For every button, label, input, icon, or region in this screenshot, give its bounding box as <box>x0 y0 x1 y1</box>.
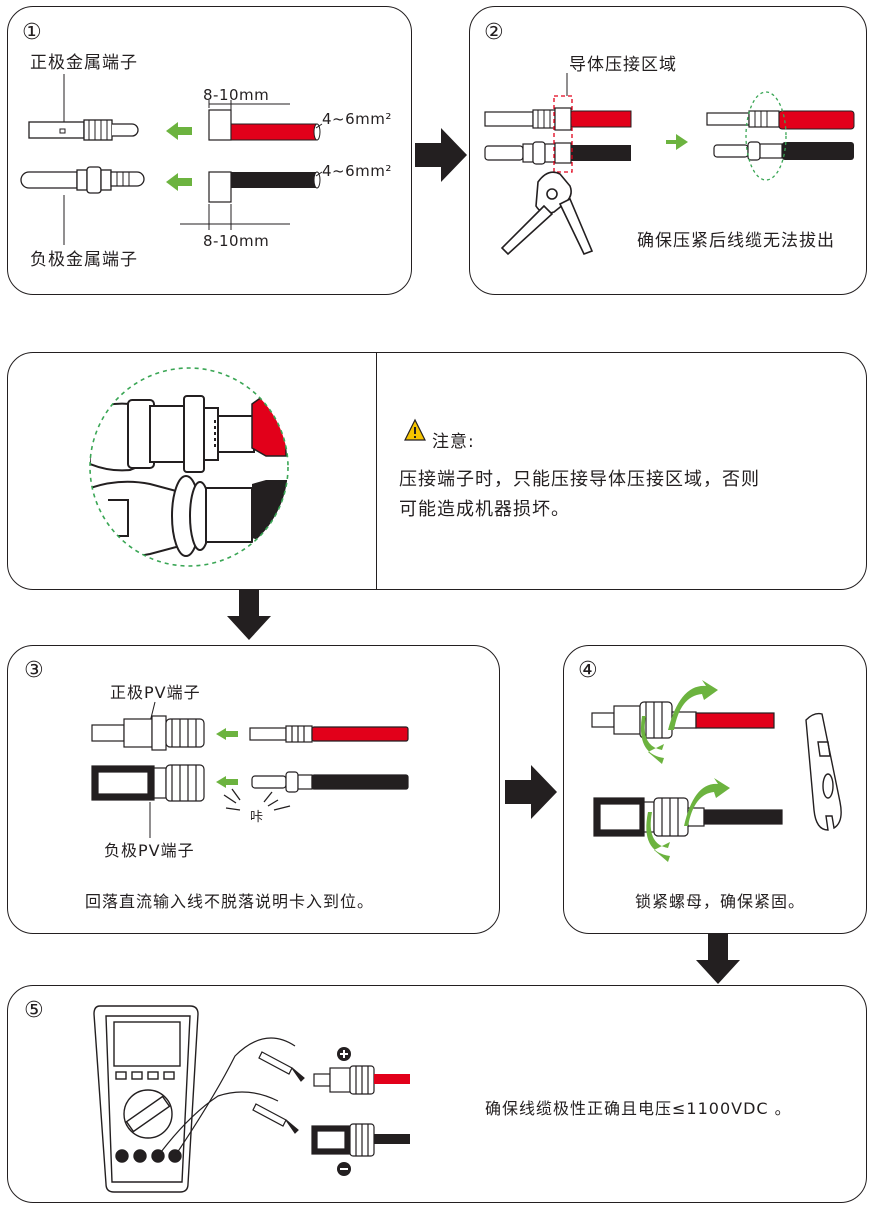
step1-panel <box>7 6 412 295</box>
multimeter-icon <box>93 1005 199 1193</box>
black-terminated-cable <box>251 771 409 793</box>
notice-divider <box>376 352 378 590</box>
crimp-check-note: 确保压紧后线缆无法拔出 <box>637 231 835 251</box>
crimped-positive-terminal <box>484 107 632 131</box>
positive-connector-tightening <box>591 701 775 739</box>
negative-pv-connector <box>91 764 205 802</box>
notice-title: 注意: <box>432 432 475 452</box>
probe-lead-red <box>174 1037 296 1157</box>
step5-number: ⑤ <box>24 998 44 1023</box>
cross-section-bottom-label: 4~6mm² <box>322 162 392 180</box>
negative-pv-connector-label: 负极PV端子 <box>104 841 195 860</box>
negative-polarity-icon <box>337 1162 351 1176</box>
strip-length-bottom-label: 8-10mm <box>203 232 270 250</box>
black-cable-stripped <box>180 171 323 230</box>
negative-metal-terminal <box>20 166 145 194</box>
step2-number: ② <box>484 20 504 45</box>
notice-line-1: 压接端子时，只能压接导体压接区域，否则 <box>399 469 760 490</box>
red-terminated-cable <box>249 725 409 743</box>
probe-lead-black <box>157 1091 279 1157</box>
click-sound-label: 咔 <box>250 810 264 825</box>
positive-pv-connector <box>91 715 205 751</box>
positive-polarity-icon <box>337 1047 351 1061</box>
step3-panel <box>7 645 500 934</box>
positive-metal-terminal <box>28 119 139 141</box>
crimped-negative-terminal <box>484 141 631 165</box>
crimped-result <box>706 110 855 161</box>
probe-tip <box>252 1051 305 1134</box>
positive-pv-connector-measured <box>313 1065 410 1095</box>
click-sound-marks <box>223 788 291 811</box>
next-step-arrow-icon <box>415 128 467 182</box>
negative-metal-terminal-label: 负极金属端子 <box>30 250 138 270</box>
insert-arrow-icon <box>216 728 238 740</box>
crimp-area-marker <box>553 95 573 173</box>
down-arrow-icon <box>696 934 740 984</box>
step3-note: 回落直流输入线不脱落说明卡入到位。 <box>85 892 375 911</box>
conductor-crimp-area-label: 导体压接区域 <box>569 55 677 75</box>
positive-pv-connector-label: 正极PV端子 <box>110 683 201 702</box>
strip-length-top-label: 8-10mm <box>203 86 270 104</box>
crimp-zoom-ring <box>745 91 787 181</box>
crimp-arrow-icon <box>666 134 688 150</box>
step3-number: ③ <box>24 658 44 683</box>
notice-line-2: 可能造成机器损坏。 <box>399 499 570 520</box>
positive-metal-terminal-label: 正极金属端子 <box>30 53 138 73</box>
rotate-arrow-icon <box>646 812 670 862</box>
insert-arrow-icon <box>166 122 192 140</box>
rotate-arrow-icon <box>668 680 718 730</box>
negative-pv-connector-measured <box>311 1123 410 1157</box>
cross-section-top-label: 4~6mm² <box>322 110 392 128</box>
step1-number: ① <box>22 20 42 45</box>
rotate-arrow-icon <box>684 778 730 826</box>
insert-arrow-icon <box>216 776 238 788</box>
step4-number: ④ <box>578 658 598 683</box>
next-step-arrow-icon <box>505 765 557 819</box>
down-arrow-icon <box>227 590 271 640</box>
red-cable-stripped <box>208 100 323 141</box>
step5-note: 确保线缆极性正确且电压≤1100VDC 。 <box>485 1099 792 1118</box>
insert-arrow-icon <box>166 173 192 191</box>
crimping-tool-icon <box>500 171 594 256</box>
step4-note: 锁紧螺母，确保紧固。 <box>635 892 806 911</box>
spanner-tool-icon <box>805 712 842 831</box>
rotate-arrow-icon <box>640 716 664 764</box>
